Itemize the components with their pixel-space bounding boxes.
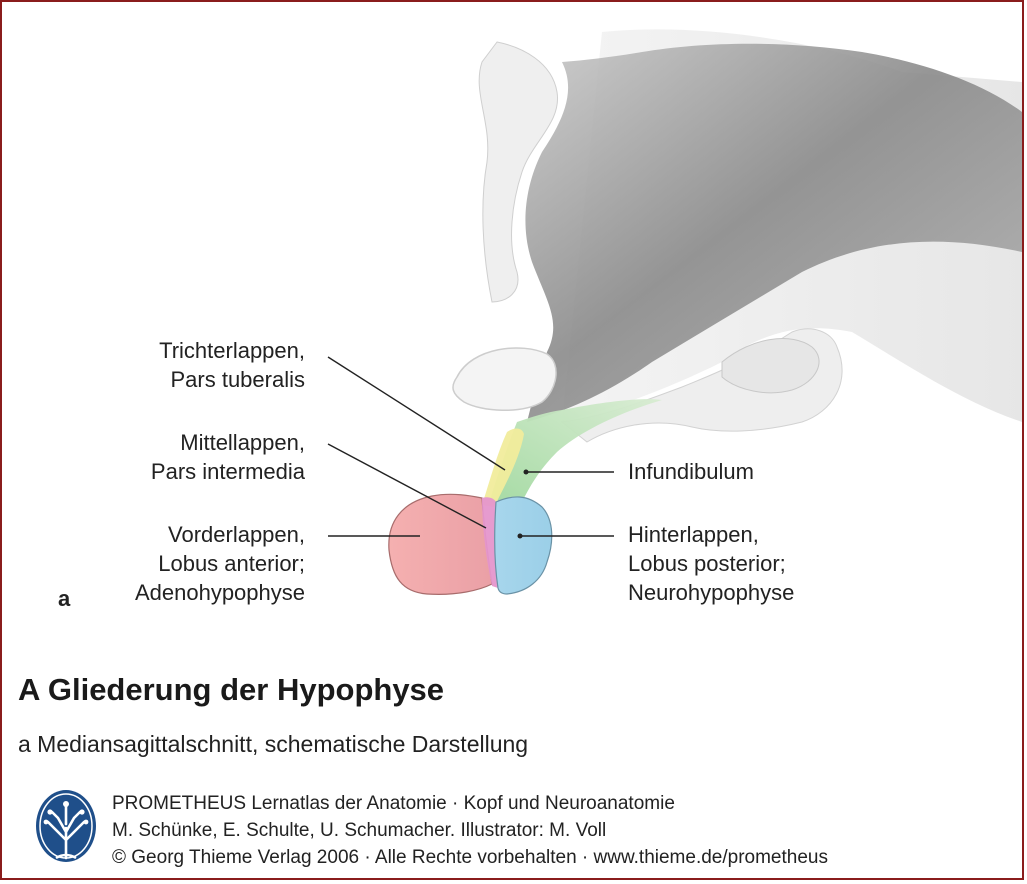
label-mittellappen: Mittellappen, Pars intermedia bbox=[151, 428, 305, 486]
label-hinterlappen-line1: Hinterlappen, bbox=[628, 520, 794, 549]
label-vorderlappen-line1: Vorderlappen, bbox=[135, 520, 305, 549]
credit-line-3: © Georg Thieme Verlag 2006 · Alle Rechte… bbox=[112, 844, 828, 871]
label-trichterlappen: Trichterlappen, Pars tuberalis bbox=[159, 336, 305, 394]
label-hinterlappen-line3: Neurohypophyse bbox=[628, 578, 794, 607]
label-infundibulum-line1: Infundibulum bbox=[628, 457, 754, 486]
label-mittellappen-line1: Mittellappen, bbox=[151, 428, 305, 457]
optic-chiasm bbox=[453, 348, 556, 410]
figure-subtitle: a Mediansagittalschnitt, schematische Da… bbox=[18, 731, 528, 758]
thieme-tree-logo-icon bbox=[34, 788, 98, 868]
label-hinterlappen-line2: Lobus posterior; bbox=[628, 549, 794, 578]
label-hinterlappen: Hinterlappen, Lobus posterior; Neurohypo… bbox=[628, 520, 794, 607]
credit-block: PROMETHEUS Lernatlas der Anatomie · Kopf… bbox=[112, 790, 828, 871]
leader-dot-infundibulum bbox=[524, 470, 529, 475]
label-trichterlappen-line1: Trichterlappen, bbox=[159, 336, 305, 365]
label-mittellappen-line2: Pars intermedia bbox=[151, 457, 305, 486]
leader-dot-hinterlappen bbox=[518, 534, 523, 539]
label-vorderlappen-line2: Lobus anterior; bbox=[135, 549, 305, 578]
credit-line-2: M. Schünke, E. Schulte, U. Schumacher. I… bbox=[112, 817, 828, 844]
label-vorderlappen: Vorderlappen, Lobus anterior; Adenohypop… bbox=[135, 520, 305, 607]
anterior-lobe bbox=[389, 494, 492, 594]
panel-letter: a bbox=[58, 586, 70, 612]
label-vorderlappen-line3: Adenohypophyse bbox=[135, 578, 305, 607]
figure-title: A Gliederung der Hypophyse bbox=[18, 672, 444, 708]
posterior-lobe bbox=[495, 497, 552, 594]
credit-line-1: PROMETHEUS Lernatlas der Anatomie · Kopf… bbox=[112, 790, 828, 817]
label-trichterlappen-line2: Pars tuberalis bbox=[159, 365, 305, 394]
label-infundibulum: Infundibulum bbox=[628, 457, 754, 486]
